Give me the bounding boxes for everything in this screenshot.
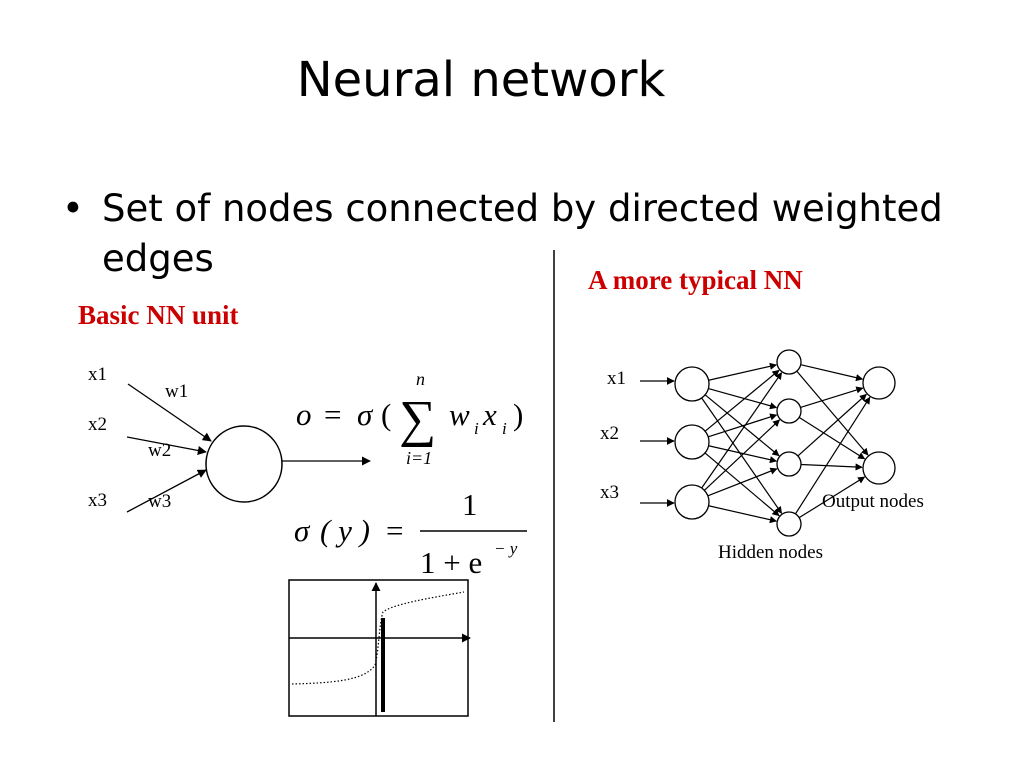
sigmoid-argument: ( y )	[320, 513, 370, 548]
output-nodes-label: Output nodes	[822, 491, 924, 512]
basic-input-label-2: x2	[88, 414, 107, 435]
nn-input-label-3: x3	[600, 482, 619, 503]
edge-input-3-hidden-4	[708, 505, 778, 524]
formula-eq: =	[324, 397, 341, 432]
basic-unit-node	[205, 425, 283, 503]
formula-x-subscript: i	[502, 419, 507, 438]
formula-w: w	[449, 397, 470, 432]
plot-frame	[288, 579, 469, 717]
bullet-text: Set of nodes connected by directed weigh…	[102, 187, 943, 280]
output-node-1	[862, 366, 896, 400]
sigmoid-exponent: − y	[494, 539, 518, 558]
basic-edge-2	[126, 436, 207, 455]
basic-unit-heading: Basic NN unit	[78, 300, 239, 330]
typical-nn-heading: A more typical NN	[588, 265, 803, 295]
edge-input-1-hidden-3	[704, 394, 780, 457]
sigmoid-denominator: 1 + e	[420, 545, 482, 580]
basic-unit-diagram: x1 x2 x3 w1 w2 w3	[88, 364, 371, 513]
sigmoid-formula: σ ( y ) = 1 1 + e − y	[294, 487, 527, 580]
nn-input-label-2: x2	[600, 423, 619, 444]
formula-x: x	[482, 397, 497, 432]
output-formula: o = σ ( ∑ n i=1 w i x i )	[296, 369, 523, 468]
basic-weight-label-2: w2	[148, 440, 171, 461]
edge-hidden-2-output-1	[800, 386, 864, 409]
edge-input-2-hidden-3	[708, 445, 778, 464]
edge-hidden-1-output-2	[796, 370, 869, 456]
formula-open-paren: (	[381, 397, 391, 432]
edge-hidden-4-output-1	[794, 396, 871, 515]
hidden-node-1	[776, 349, 802, 375]
basic-input-label-1: x1	[88, 364, 107, 385]
basic-input-label-3: x3	[88, 490, 107, 511]
edge-input-3-hidden-3	[707, 467, 778, 497]
input-node-1	[674, 366, 710, 402]
edge-input-2-hidden-4	[704, 452, 780, 517]
edge-input-3-hidden-1	[701, 372, 783, 489]
edge-input-3-hidden-2	[703, 419, 781, 491]
edge-hidden-3-output-1	[797, 393, 867, 457]
edge-hidden-3-output-2	[800, 463, 863, 471]
slide-title: Neural network	[296, 52, 666, 108]
basic-weight-label-1: w1	[165, 381, 188, 402]
typical-nn-diagram: x1 x2 x3 Hidden nodes Output nodes	[600, 349, 924, 563]
edge-hidden-2-output-2	[798, 416, 866, 460]
hidden-node-2	[776, 398, 802, 424]
basic-edge-3	[126, 469, 207, 513]
sigmoid-numerator: 1	[462, 487, 478, 522]
input-node-3	[674, 484, 710, 520]
nn-edges	[701, 362, 871, 524]
sigmoid-sigma: σ	[294, 513, 311, 548]
sum-upper-limit: n	[416, 369, 425, 389]
input-node-2	[674, 424, 710, 460]
edge-input-2-hidden-1	[704, 369, 780, 432]
hidden-node-3	[776, 451, 802, 477]
edge-input-1-hidden-2	[708, 387, 778, 410]
basic-edge-1	[127, 383, 212, 442]
sigmoid-plot	[288, 579, 471, 717]
edge-hidden-1-output-1	[800, 364, 864, 382]
nn-nodes	[674, 349, 896, 537]
formula-sigma: σ	[357, 397, 374, 432]
nn-input-label-1: x1	[607, 368, 626, 389]
sigmoid-eq: =	[386, 513, 403, 548]
formula-close-paren: )	[513, 397, 523, 432]
formula-o: o	[296, 397, 312, 432]
basic-weight-label-3: w3	[148, 491, 171, 512]
sum-lower-limit: i=1	[406, 448, 432, 468]
bullet-icon: •	[62, 187, 84, 230]
output-node-2	[862, 451, 896, 485]
summation-symbol: ∑	[399, 391, 436, 448]
hidden-node-4	[776, 511, 802, 537]
edge-hidden-4-output-2	[798, 476, 866, 519]
edge-input-1-hidden-1	[708, 362, 778, 381]
hidden-nodes-label: Hidden nodes	[718, 542, 823, 563]
edge-input-2-hidden-2	[708, 413, 778, 438]
formula-w-subscript: i	[474, 419, 479, 438]
